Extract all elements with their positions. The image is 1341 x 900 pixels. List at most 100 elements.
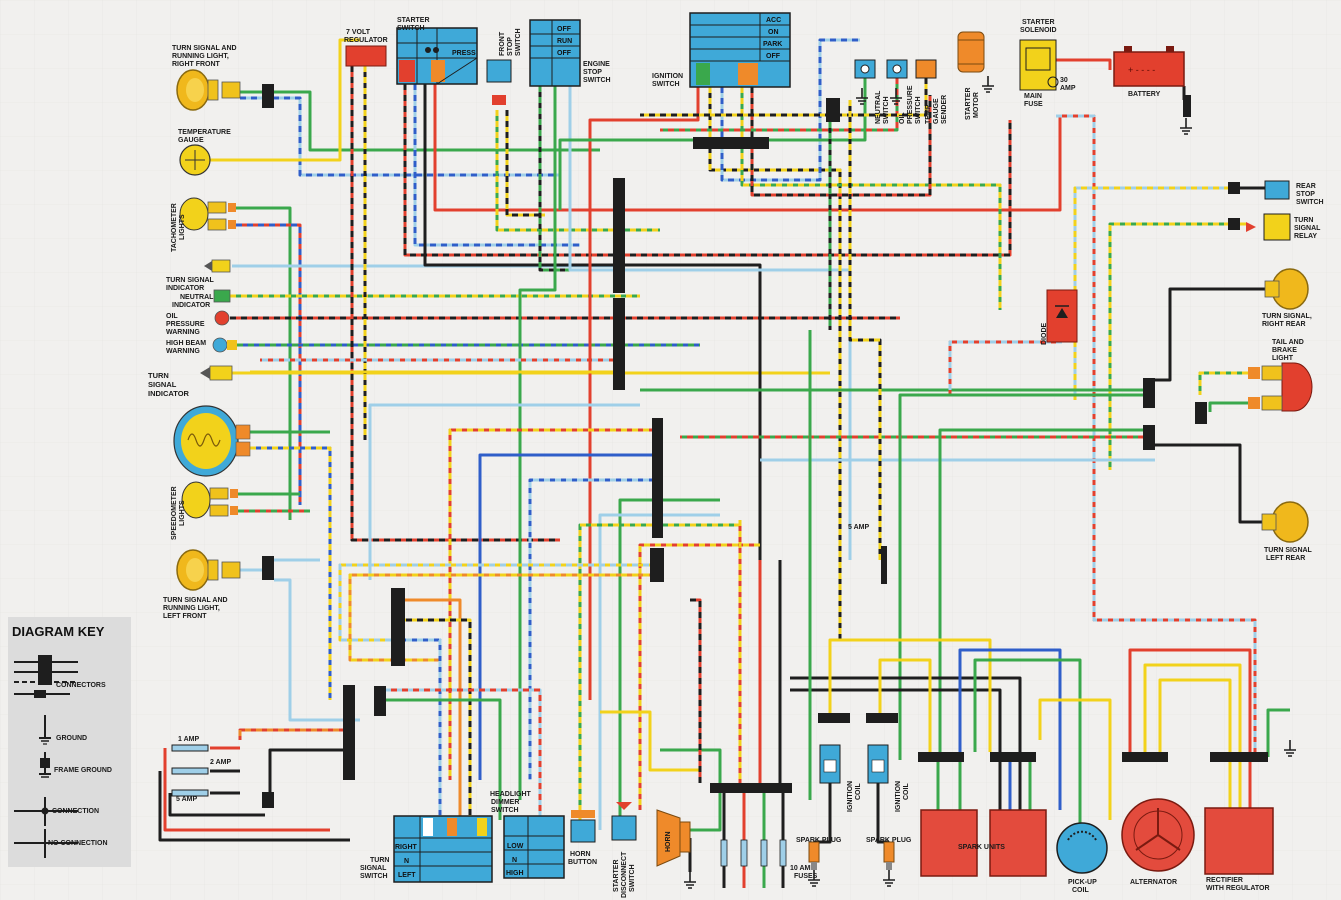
- neutral-indicator-lamp-icon: [213, 289, 231, 303]
- svg-text:+ - - - -: + - - - -: [1128, 65, 1155, 75]
- svg-text:SIGNAL: SIGNAL: [1294, 225, 1321, 232]
- wire: [973, 658, 1082, 825]
- svg-text:AMP: AMP: [1060, 85, 1076, 92]
- wire: [1155, 287, 1265, 382]
- svg-text:LIGHTS: LIGHTS: [179, 500, 186, 526]
- wire-tracer: [948, 340, 1062, 395]
- svg-text:MAIN: MAIN: [1024, 93, 1042, 100]
- turn-signal-switch-icon: [393, 815, 493, 883]
- svg-text:TEMPERATURE: TEMPERATURE: [178, 129, 231, 136]
- engine-stop-switch-icon: [529, 19, 581, 87]
- voltage-regulator-icon: [345, 45, 387, 67]
- svg-text:RIGHT: RIGHT: [395, 844, 418, 851]
- svg-text:RIGHT FRONT: RIGHT FRONT: [172, 61, 221, 68]
- svg-text:RELAY: RELAY: [1294, 233, 1317, 240]
- wire-tracer: [528, 478, 660, 780]
- turn-signal-indicator-lamp-2-icon: [200, 365, 233, 381]
- svg-text:5 AMP: 5 AMP: [848, 524, 869, 531]
- svg-text:RUN: RUN: [557, 38, 572, 45]
- svg-text:BATTERY: BATTERY: [1128, 91, 1161, 98]
- wire: [828, 638, 992, 752]
- svg-text:WARNING: WARNING: [166, 348, 200, 355]
- speedometer-gauge-icon: [173, 405, 251, 477]
- svg-text:GAUGE: GAUGE: [178, 137, 204, 144]
- svg-text:TEMP: TEMP: [925, 104, 932, 124]
- svg-text:SIGNAL: SIGNAL: [148, 380, 177, 389]
- svg-text:SPARK PLUG: SPARK PLUG: [796, 837, 842, 844]
- svg-text:OFF: OFF: [557, 50, 572, 57]
- turn-signal-right-front-lamp-icon: [176, 69, 241, 111]
- wire-tracer: [1056, 114, 1257, 760]
- wire-tracer: [395, 638, 442, 820]
- wire: [368, 403, 640, 580]
- diode-icon: [1046, 289, 1078, 343]
- svg-text:COIL: COIL: [903, 783, 910, 800]
- svg-text:FRONT: FRONT: [499, 31, 506, 56]
- svg-text:TACHOMETER: TACHOMETER: [171, 203, 178, 252]
- right-components: REAR STOP SWITCH TURN SIGNAL RELAY TURN …: [848, 180, 1324, 562]
- svg-text:HEADLIGHT: HEADLIGHT: [490, 791, 532, 798]
- svg-text:STARTER: STARTER: [965, 87, 972, 120]
- svg-text:NEUTRAL: NEUTRAL: [180, 294, 214, 301]
- svg-text:BRAKE: BRAKE: [1272, 347, 1297, 354]
- spark-plug-2-icon: [883, 841, 895, 870]
- alternator-icon: [1121, 798, 1195, 872]
- svg-text:5 AMP: 5 AMP: [176, 796, 197, 803]
- svg-text:TURN SIGNAL,: TURN SIGNAL,: [1262, 313, 1312, 320]
- wire-tracer: [750, 87, 932, 197]
- battery-icon: + - - - -: [1113, 46, 1185, 87]
- fuses-10amp-icon: [720, 839, 787, 867]
- svg-text:OIL: OIL: [899, 112, 906, 124]
- rectifier-icon: [1204, 807, 1274, 875]
- wire-tracer: [338, 563, 660, 642]
- fuse-1amp-icon: [171, 744, 209, 752]
- starter-motor-icon: [957, 31, 985, 73]
- svg-text:HIGH: HIGH: [506, 870, 524, 877]
- svg-text:1 AMP: 1 AMP: [178, 736, 199, 743]
- wire-tracer: [848, 100, 882, 560]
- ignition-coil-2-icon: [867, 744, 889, 784]
- svg-text:SWITCH: SWITCH: [583, 77, 611, 84]
- wire: [588, 87, 700, 700]
- svg-text:N: N: [512, 857, 517, 864]
- oil-pressure-switch-icon: [886, 59, 908, 79]
- svg-text:SWITCH: SWITCH: [491, 807, 519, 814]
- svg-text:RUNNING LIGHT,: RUNNING LIGHT,: [172, 53, 229, 60]
- wire: [495, 110, 660, 232]
- svg-text:SPARK PLUG: SPARK PLUG: [866, 837, 912, 844]
- wire-tracer: [240, 96, 560, 177]
- svg-text:10 AMP: 10 AMP: [790, 865, 815, 872]
- wire: [598, 513, 720, 830]
- turn-signal-right-rear-lamp-icon: [1264, 268, 1309, 310]
- wire: [433, 84, 1062, 212]
- svg-text:COIL: COIL: [855, 783, 862, 800]
- turn-signal-relay-icon: [1246, 213, 1291, 241]
- key-frame-ground: FRAME GROUND: [54, 767, 112, 774]
- key-connection: CONNECTION: [52, 808, 99, 815]
- svg-text:SWITCH: SWITCH: [915, 96, 922, 124]
- svg-text:SIGNAL: SIGNAL: [360, 865, 387, 872]
- wire: [1143, 663, 1242, 808]
- wire: [1208, 401, 1248, 412]
- svg-text:LEFT REAR: LEFT REAR: [1266, 555, 1305, 562]
- svg-text:OFF: OFF: [557, 26, 572, 33]
- wire: [1034, 58, 1112, 70]
- wire-tracer: [660, 78, 899, 132]
- spark-units-icon: [920, 809, 1047, 877]
- wire: [268, 748, 350, 800]
- svg-text:LEFT FRONT: LEFT FRONT: [163, 613, 207, 620]
- svg-text:SENDER: SENDER: [941, 95, 948, 124]
- svg-text:SWITCH: SWITCH: [360, 873, 388, 880]
- svg-text:DISCONNECT: DISCONNECT: [621, 851, 628, 898]
- wire: [568, 86, 852, 560]
- svg-text:REAR: REAR: [1296, 183, 1316, 190]
- wire-tracer: [740, 87, 1002, 310]
- svg-text:2 AMP: 2 AMP: [210, 759, 231, 766]
- svg-text:PRESS: PRESS: [452, 50, 476, 57]
- wire: [210, 38, 360, 162]
- temperature-gauge-icon: [179, 144, 211, 176]
- wire: [790, 676, 1022, 810]
- svg-text:SWITCH: SWITCH: [629, 864, 636, 892]
- svg-text:LEFT: LEFT: [398, 872, 416, 879]
